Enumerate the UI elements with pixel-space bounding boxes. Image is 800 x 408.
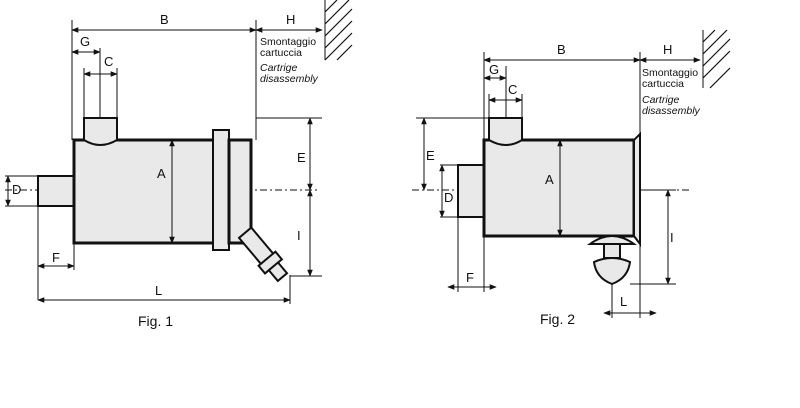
note-it1-2: Cartrige bbox=[642, 94, 680, 106]
dim-label-L-1: L bbox=[155, 283, 162, 298]
dim-label-D-1: D bbox=[12, 182, 21, 197]
note-it2-1: disassembly bbox=[260, 73, 319, 85]
cylinder-body-2 bbox=[482, 138, 636, 238]
rear-plate-2 bbox=[633, 131, 641, 247]
dim-label-A-2: A bbox=[545, 172, 554, 187]
top-port-1 bbox=[83, 117, 118, 146]
dim-label-H-1: H bbox=[286, 12, 295, 27]
dim-label-E-2: E bbox=[426, 148, 435, 163]
dim-label-C-1: C bbox=[104, 54, 113, 69]
dim-label-A-1: A bbox=[157, 166, 166, 181]
wall-hatch-2 bbox=[702, 29, 731, 89]
top-port-2 bbox=[488, 117, 523, 146]
cylinder-body-1 bbox=[72, 138, 222, 245]
flange-1 bbox=[212, 129, 230, 251]
caption-fig-1: Fig. 1 bbox=[138, 313, 173, 329]
dim-label-B-1: B bbox=[160, 12, 169, 27]
dim-label-I-1: I bbox=[297, 228, 301, 243]
dim-label-G-2: G bbox=[489, 62, 499, 77]
dim-label-F-2: F bbox=[466, 270, 474, 285]
note-line1-1: Smontaggio bbox=[260, 36, 316, 48]
dim-label-F-1: F bbox=[52, 250, 60, 265]
note-line2-2: cartuccia bbox=[642, 78, 684, 90]
figure-1: D F L A B H G C E bbox=[5, 0, 353, 329]
dim-label-G-1: G bbox=[80, 34, 90, 49]
dim-label-H-2: H bbox=[663, 42, 672, 57]
dim-label-I-2: I bbox=[670, 230, 674, 245]
cartridge-valve-1 bbox=[237, 226, 289, 283]
rear-head-1 bbox=[227, 138, 253, 245]
note-it1-1: Cartrige bbox=[260, 62, 298, 74]
dim-label-L-2: L bbox=[620, 294, 627, 309]
cartridge-valve-2 bbox=[586, 235, 638, 286]
wall-hatch-1 bbox=[324, 0, 353, 61]
dim-label-E-1: E bbox=[297, 150, 306, 165]
piston-rod-2 bbox=[457, 164, 485, 218]
dim-label-D-2: D bbox=[444, 190, 453, 205]
note-it2-2: disassembly bbox=[642, 105, 701, 117]
piston-rod-1 bbox=[37, 175, 75, 207]
note-line2-1: cartuccia bbox=[260, 47, 302, 59]
caption-fig-2: Fig. 2 bbox=[540, 311, 575, 327]
note-line1-2: Smontaggio bbox=[642, 67, 698, 79]
dim-label-C-2: C bbox=[508, 82, 517, 97]
figure-2: D E F A B H G C I bbox=[412, 29, 731, 327]
dim-label-B-2: B bbox=[557, 42, 566, 57]
